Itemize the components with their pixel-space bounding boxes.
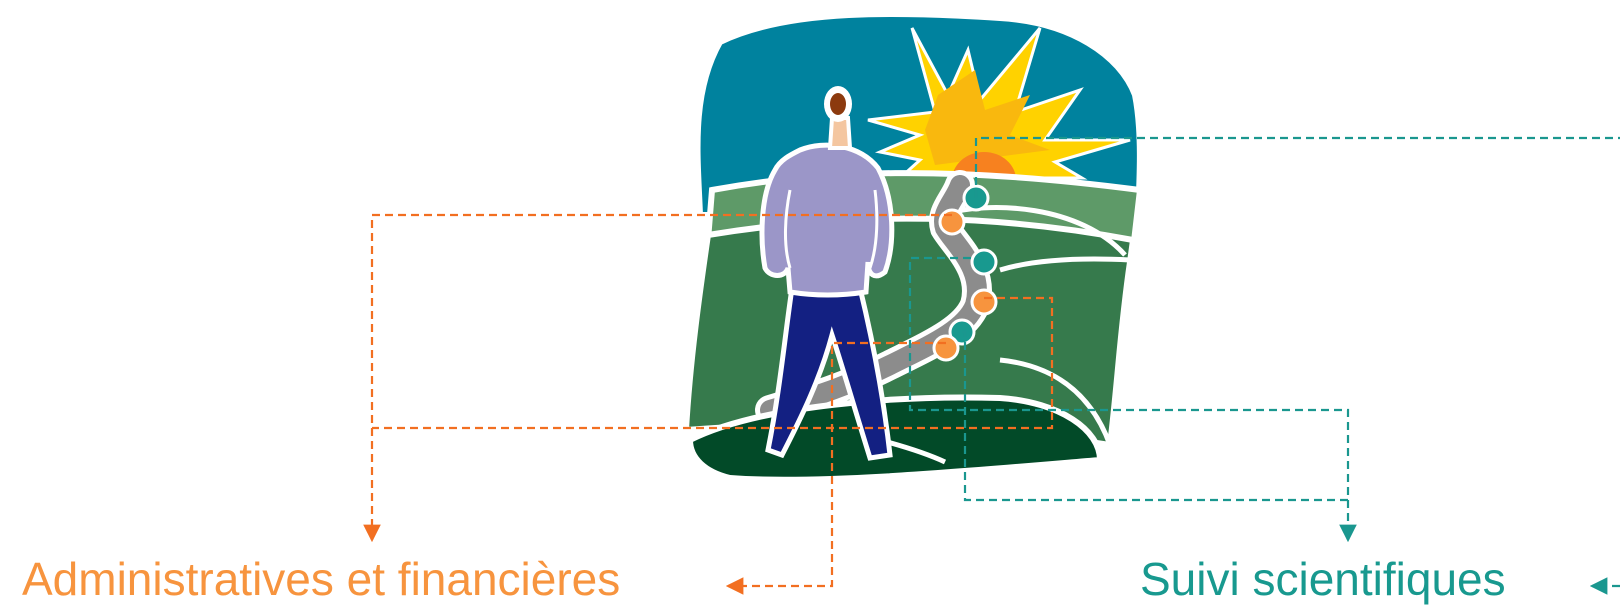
person-shirt: [762, 145, 892, 295]
person-neck: [830, 118, 850, 148]
milestone-dot-teal: [972, 250, 996, 274]
milestone-dot-orange: [934, 336, 958, 360]
milestone-dot-orange: [940, 210, 964, 234]
milestone-dot-orange: [972, 290, 996, 314]
administrative-financial-label: Administratives et financières: [22, 556, 620, 602]
person-hair: [830, 93, 846, 115]
scientific-follow-up-label: Suivi scientifiques: [1140, 556, 1506, 602]
